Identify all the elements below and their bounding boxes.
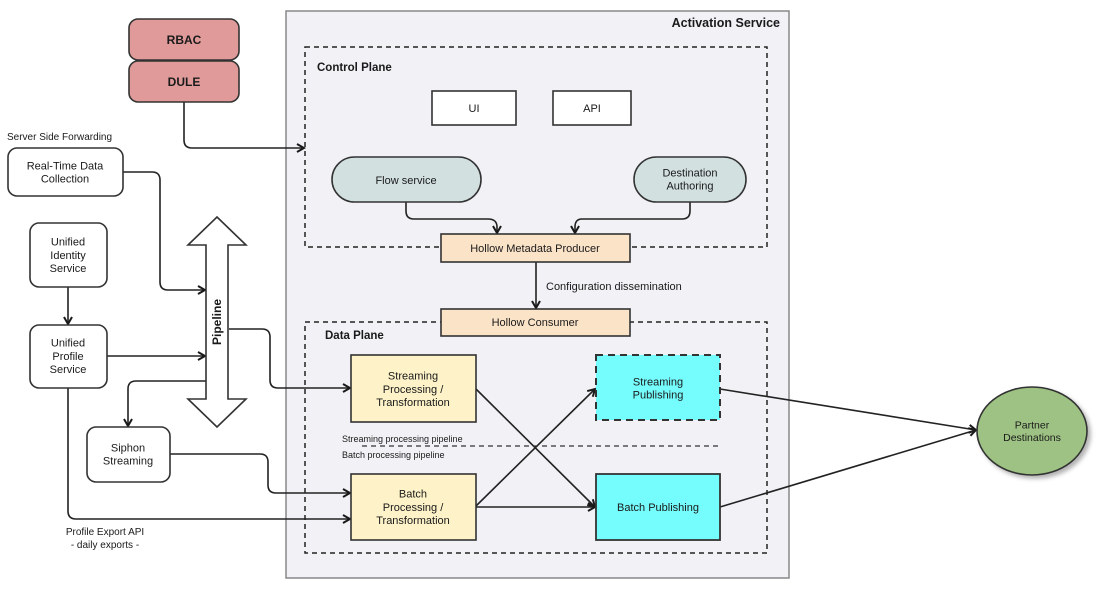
ui-label: UI	[469, 103, 480, 115]
streaming-publishing-node[interactable]	[595, 354, 721, 421]
pipeline-arrow[interactable]	[186, 215, 248, 429]
edge-authoring-to-hollow-producer	[575, 202, 691, 233]
edge-siphon-to-batch-processing	[170, 453, 350, 493]
edge-flow-to-hollow-producer	[405, 202, 497, 233]
batch-publishing-node[interactable]	[595, 473, 721, 541]
rbac-node[interactable]	[128, 18, 240, 61]
batch-processing-label: Processing /	[383, 502, 444, 514]
batch-processing-node[interactable]	[350, 473, 477, 541]
daily-exports-label: - daily exports -	[71, 540, 139, 551]
unified-profile-service-label: Unified	[51, 338, 85, 350]
profile-export-api-label: Profile Export API	[66, 527, 144, 538]
edge-batch-processing-to-streaming-publishing	[475, 389, 595, 507]
edge-pipeline-to-streaming-processing	[229, 328, 350, 388]
streaming-processing-label: Transformation	[376, 397, 450, 409]
edge-streaming-publishing-to-partner	[719, 388, 976, 430]
edge-dule-to-control-plane	[183, 102, 304, 148]
hollow-metadata-producer-node[interactable]	[440, 233, 631, 263]
rbac-label: RBAC	[167, 33, 202, 47]
unified-identity-service-label: Unified	[51, 237, 85, 249]
streaming-publishing-label: Streaming	[633, 376, 683, 388]
unified-profile-service-node[interactable]	[29, 324, 108, 389]
data-plane-boundary	[304, 321, 768, 554]
batch-processing-label: Batch	[399, 489, 427, 501]
hollow-metadata-producer-label: Hollow Metadata Producer	[470, 243, 600, 255]
edge-batch-publishing-to-partner	[719, 430, 976, 508]
dule-label: DULE	[168, 75, 201, 89]
streaming-processing-label: Streaming	[388, 371, 438, 383]
destination-authoring-label: Destination	[662, 167, 717, 179]
partner-destinations-node[interactable]	[976, 386, 1088, 476]
batch-pipeline-label: Batch processing pipeline	[342, 450, 445, 460]
unified-identity-service-label: Identity	[50, 250, 86, 262]
batch-processing-label: Transformation	[376, 515, 450, 527]
realtime-data-collection-node[interactable]	[7, 147, 124, 197]
streaming-publishing-label: Publishing	[633, 389, 684, 401]
partner-destinations-label: Partner	[1015, 419, 1050, 431]
siphon-streaming-label: Siphon	[111, 442, 145, 454]
control-plane-title: Control Plane	[317, 62, 392, 74]
unified-profile-service-label: Service	[50, 364, 87, 376]
hollow-consumer-label: Hollow Consumer	[492, 317, 579, 329]
realtime-data-collection-label: Real-Time Data	[27, 160, 104, 172]
unified-identity-service-node[interactable]	[29, 222, 108, 288]
siphon-streaming-label: Streaming	[103, 455, 153, 467]
destination-authoring-label: Authoring	[666, 180, 713, 192]
destination-authoring-node[interactable]	[633, 156, 747, 203]
streaming-processing-node[interactable]	[350, 354, 477, 423]
streaming-processing-label: Processing /	[383, 384, 444, 396]
ui-node[interactable]	[431, 90, 517, 126]
configuration-dissemination-label: Configuration dissemination	[546, 281, 682, 293]
flow-service-label: Flow service	[375, 175, 436, 187]
batch-publishing-label: Batch Publishing	[617, 502, 699, 514]
dule-node[interactable]	[128, 60, 240, 103]
data-plane-title: Data Plane	[325, 330, 384, 342]
unified-profile-service-label: Profile	[52, 351, 83, 363]
activation-service-title: Activation Service	[672, 16, 780, 30]
unified-identity-service-label: Service	[50, 263, 87, 275]
partner-destinations-label: Destinations	[1003, 432, 1061, 444]
pipeline-label: Pipeline	[210, 299, 224, 345]
realtime-data-collection-label: Collection	[41, 173, 89, 185]
server-side-forwarding-label: Server Side Forwarding	[7, 132, 112, 143]
hollow-consumer-node[interactable]	[440, 308, 631, 337]
siphon-streaming-node[interactable]	[86, 426, 171, 483]
api-label: API	[583, 103, 601, 115]
edge-realtime-to-pipeline	[123, 171, 205, 290]
flow-service-node[interactable]	[331, 156, 482, 203]
edge-pipeline-to-siphon	[128, 380, 206, 426]
api-node[interactable]	[552, 90, 632, 126]
edge-profile-export-to-batch-processing	[67, 388, 350, 519]
streaming-pipeline-label: Streaming processing pipeline	[342, 434, 463, 444]
